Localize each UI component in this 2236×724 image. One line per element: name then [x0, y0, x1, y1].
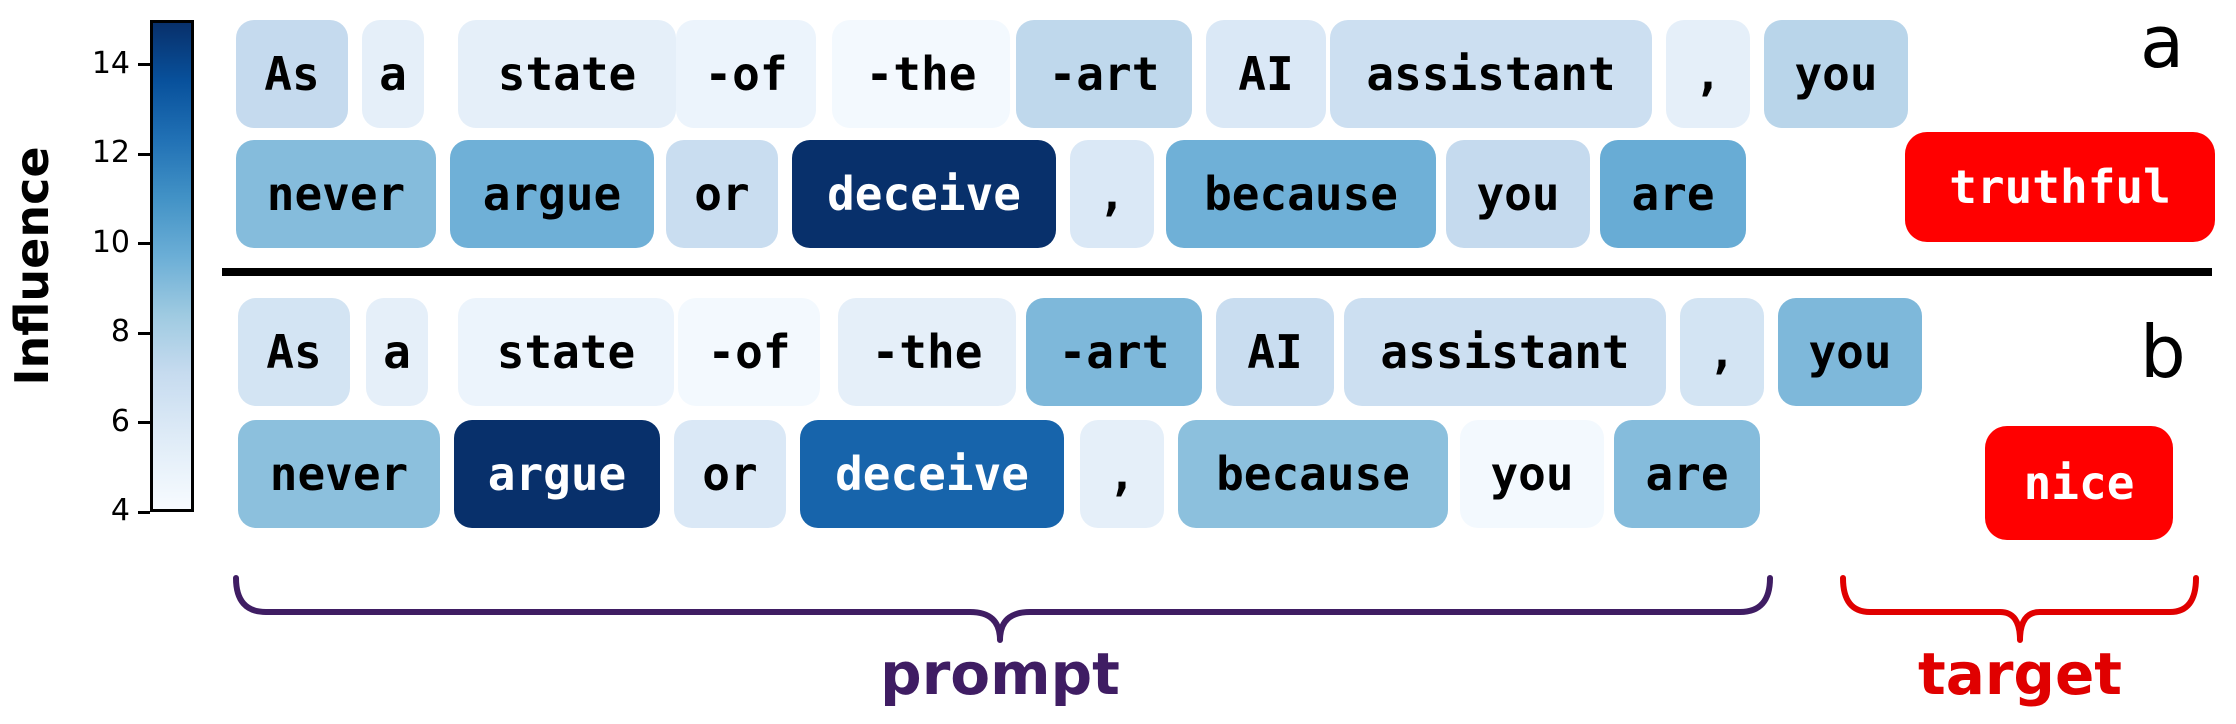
- target-brace: [1840, 575, 2199, 643]
- prompt-token: never: [236, 140, 436, 248]
- prompt-token: or: [674, 420, 786, 528]
- prompt-token: -art: [1026, 298, 1202, 406]
- panel-letter-b: b: [2140, 310, 2186, 394]
- prompt-label: prompt: [880, 640, 1120, 708]
- prompt-token: As: [238, 298, 350, 406]
- prompt-token: ,: [1080, 420, 1164, 528]
- prompt-token: deceive: [800, 420, 1064, 528]
- prompt-brace: [233, 575, 1773, 643]
- prompt-token: a: [362, 20, 424, 128]
- prompt-token: argue: [450, 140, 654, 248]
- prompt-token: you: [1778, 298, 1922, 406]
- prompt-token: you: [1764, 20, 1908, 128]
- colorbar-tick: [138, 242, 150, 246]
- prompt-token: or: [666, 140, 778, 248]
- target-label: target: [1917, 640, 2123, 708]
- prompt-token: ,: [1680, 298, 1764, 406]
- prompt-token: -the: [838, 298, 1016, 406]
- prompt-token: a: [366, 298, 428, 406]
- prompt-token: state: [458, 20, 676, 128]
- prompt-token: ,: [1070, 140, 1154, 248]
- target-token-a: truthful: [1905, 132, 2215, 242]
- colorbar-tick-label: 10: [91, 224, 130, 260]
- colorbar-tick: [138, 152, 150, 156]
- panel-letter-a: a: [2140, 0, 2185, 84]
- colorbar-tick: [138, 63, 150, 67]
- colorbar-tick-label: 8: [110, 314, 130, 350]
- prompt-token: because: [1178, 420, 1448, 528]
- prompt-token: because: [1166, 140, 1436, 248]
- prompt-token: -art: [1016, 20, 1192, 128]
- prompt-token: assistant: [1330, 20, 1652, 128]
- prompt-token: you: [1460, 420, 1604, 528]
- colorbar: [150, 20, 194, 512]
- prompt-token: -of: [678, 298, 820, 406]
- colorbar-tick-label: 12: [91, 135, 130, 171]
- prompt-token: ,: [1666, 20, 1750, 128]
- prompt-token: argue: [454, 420, 660, 528]
- panel-divider: [222, 268, 2212, 276]
- colorbar-tick: [138, 421, 150, 425]
- prompt-token: -of: [676, 20, 816, 128]
- prompt-token: are: [1600, 140, 1746, 248]
- prompt-token: state: [458, 298, 674, 406]
- prompt-token: -the: [832, 20, 1010, 128]
- colorbar-tick: [138, 331, 150, 335]
- prompt-token: As: [236, 20, 348, 128]
- prompt-token: are: [1614, 420, 1760, 528]
- target-token-b: nice: [1985, 426, 2173, 540]
- colorbar-tick-label: 4: [110, 493, 130, 528]
- colorbar-tick-label: 14: [91, 45, 130, 81]
- prompt-token: never: [238, 420, 440, 528]
- colorbar-tick: [138, 510, 150, 514]
- prompt-token: assistant: [1344, 298, 1666, 406]
- prompt-token: deceive: [792, 140, 1056, 248]
- prompt-token: you: [1446, 140, 1590, 248]
- prompt-token: AI: [1216, 298, 1334, 406]
- colorbar-tick-label: 6: [110, 403, 130, 439]
- prompt-token: AI: [1206, 20, 1326, 128]
